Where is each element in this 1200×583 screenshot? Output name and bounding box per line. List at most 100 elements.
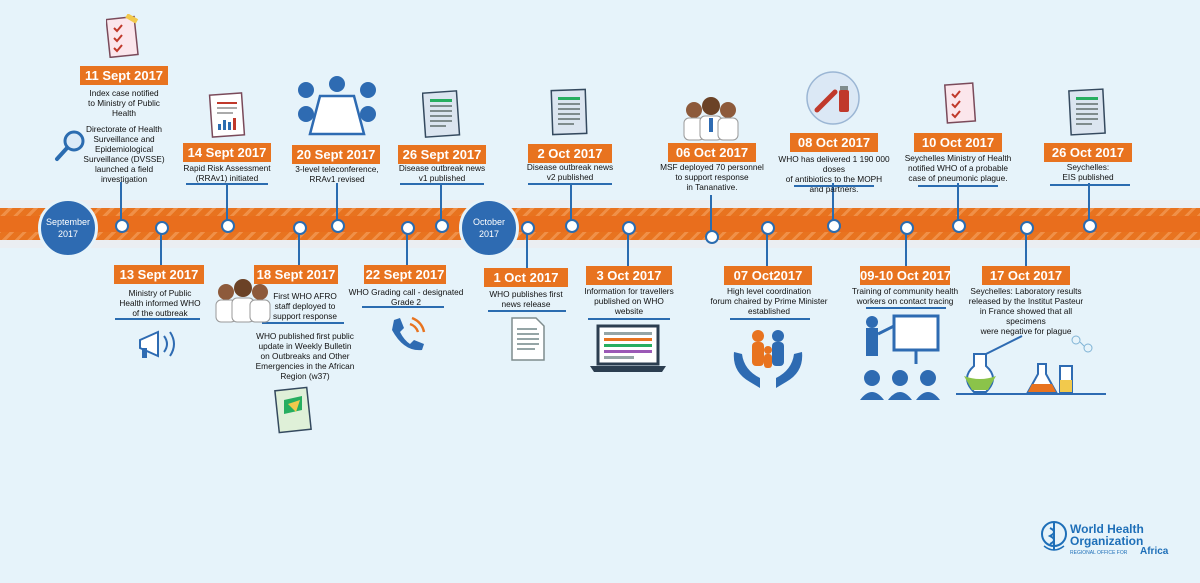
event-stem: [570, 183, 572, 223]
event-node: [1020, 221, 1034, 235]
event-node: [115, 219, 129, 233]
laptop-website-icon: [590, 324, 666, 372]
event-date: 20 Sept 2017: [292, 145, 380, 164]
event-stem: [957, 183, 959, 223]
megaphone-icon: [139, 330, 175, 358]
event-date: 17 Oct 2017: [982, 266, 1070, 285]
event-date: 07 Oct2017: [724, 266, 812, 285]
event-desc: Seychelles: Laboratory results released …: [968, 286, 1084, 336]
event-node: [521, 221, 535, 235]
event-rule: [730, 318, 810, 320]
medicine-vial-icon: [806, 71, 860, 125]
event-date: 14 Sept 2017: [183, 143, 271, 162]
family-hands-icon: [733, 330, 803, 388]
event-node: [293, 221, 307, 235]
event-node: [565, 219, 579, 233]
event-desc: WHO has delivered 1 190 000 doses of ant…: [778, 154, 890, 194]
event-date: 18 Sept 2017: [254, 265, 338, 284]
clipboard-checklist-icon: [944, 82, 977, 124]
event-desc: First WHO AFRO staff deployed to support…: [272, 291, 338, 321]
who-name: World Health Organization: [1070, 522, 1144, 548]
health-workers-icon: [215, 279, 271, 323]
who-logo: World Health Organization REGIONAL OFFIC…: [1040, 520, 1190, 570]
event-node: [401, 221, 415, 235]
event-date: 09-10 Oct 2017: [860, 266, 952, 285]
event-rule: [588, 318, 670, 320]
event-stem: [905, 230, 907, 266]
event-desc: Disease outbreak news v2 published: [526, 162, 614, 182]
meeting-table-icon: [298, 76, 376, 136]
event-desc: Training of community health workers on …: [851, 286, 959, 306]
event-node: [435, 219, 449, 233]
event-node: [331, 219, 345, 233]
event-rule: [866, 307, 946, 309]
month-marker-september: September 2017: [38, 198, 98, 258]
weekly-bulletin-note: WHO published first public update in Wee…: [255, 331, 355, 381]
event-stem: [120, 182, 122, 222]
event-desc: Seychelles: EIS published: [1062, 162, 1114, 182]
event-date: 08 Oct 2017: [790, 133, 878, 152]
event-desc: Ministry of Public Health informed WHO o…: [119, 288, 201, 318]
event-date: 2 Oct 2017: [528, 144, 612, 163]
event-date: 3 Oct 2017: [586, 266, 672, 285]
event-date: 26 Oct 2017: [1044, 143, 1132, 162]
clipboard-checklist-icon: [106, 14, 139, 58]
event-node: [1083, 219, 1097, 233]
document-icon: [550, 88, 588, 136]
who-africa: Africa: [1140, 546, 1169, 557]
month-label-october: October 2017: [472, 217, 505, 239]
event-rule: [918, 185, 998, 187]
event-rule: [794, 185, 874, 187]
event-desc: WHO Grading call - designated Grade 2: [348, 287, 464, 307]
event-stem: [710, 195, 712, 233]
event-date: 22 Sept 2017: [364, 265, 446, 284]
event-stem: [440, 183, 442, 223]
event-node: [761, 221, 775, 235]
event-stem: [766, 230, 768, 266]
event-desc: Index case notified to Ministry of Publi…: [88, 88, 160, 118]
event-rule: [362, 306, 444, 308]
event-rule: [528, 183, 612, 185]
event-node: [952, 219, 966, 233]
event-desc: Information for travellers published on …: [584, 286, 674, 316]
phone-call-icon: [392, 316, 426, 351]
event-stem: [1025, 230, 1027, 266]
bulletin-document-icon: [274, 386, 312, 434]
event-stem: [1088, 183, 1090, 223]
event-stem: [406, 230, 408, 266]
laboratory-icon: [956, 335, 1106, 395]
who-region: REGIONAL OFFICE FOR: [1070, 550, 1128, 556]
event-desc: MSF deployed 70 personnel to support res…: [660, 162, 764, 192]
event-desc: WHO publishes first news release: [489, 289, 563, 309]
event-date: 10 Oct 2017: [914, 133, 1002, 152]
event-desc: Seychelles Ministry of Health notified W…: [904, 153, 1012, 183]
event-desc: 3-level teleconference, RRAv1 revised: [295, 164, 379, 184]
event-node: [705, 230, 719, 244]
event-date: 26 Sept 2017: [398, 145, 486, 164]
event-desc: Disease outbreak news v1 published: [398, 163, 486, 183]
event-rule: [262, 322, 344, 324]
event-node: [900, 221, 914, 235]
document-icon: [422, 90, 461, 138]
event-date: 06 Oct 2017: [668, 143, 756, 162]
event-node: [622, 221, 636, 235]
event-date: 1 Oct 2017: [484, 268, 568, 287]
event-stem: [627, 230, 629, 266]
who-emblem-icon: [1041, 521, 1067, 551]
month-label-september: September 2017: [45, 217, 91, 239]
event-stem: [160, 230, 162, 266]
news-release-icon: [511, 317, 545, 361]
event-date: 11 Sept 2017: [80, 66, 168, 85]
event-rule: [488, 310, 566, 312]
event-rule: [186, 183, 268, 185]
training-presentation-icon: [860, 314, 940, 400]
report-chart-icon: [208, 92, 246, 138]
event-node: [155, 221, 169, 235]
month-marker-october: October 2017: [459, 198, 519, 258]
health-workers-icon: [683, 97, 739, 141]
event-node: [221, 219, 235, 233]
event-desc: Rapid Risk Assessment (RRAv1) initiated: [183, 163, 271, 183]
event-date: 13 Sept 2017: [114, 265, 204, 284]
event-stem: [526, 230, 528, 268]
